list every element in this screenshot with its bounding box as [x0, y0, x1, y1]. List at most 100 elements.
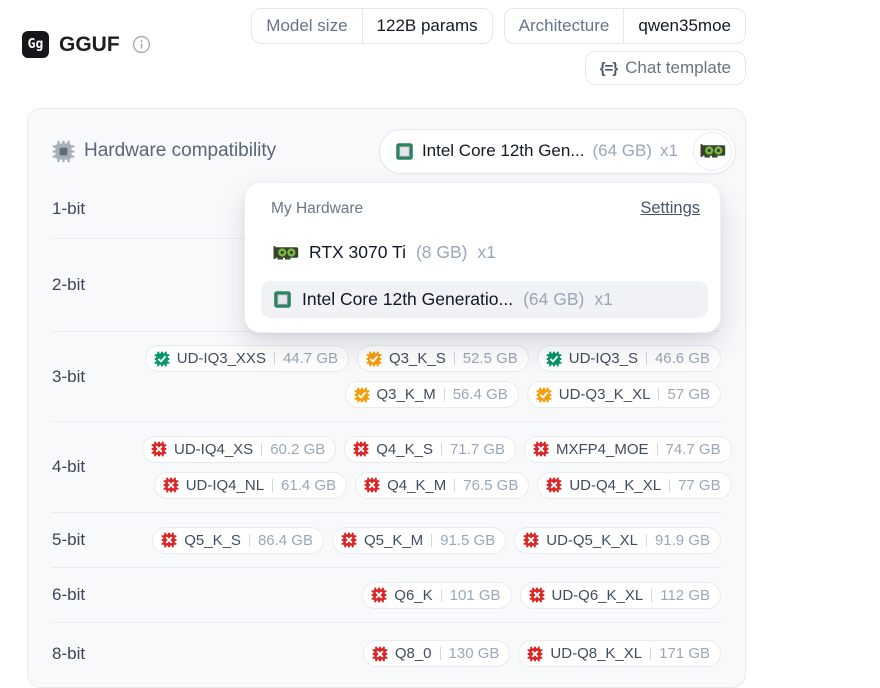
hardware-count: x1 [477, 242, 496, 262]
quant-name: Q4_K_M [387, 476, 447, 494]
bit-label: 1-bit [52, 198, 86, 218]
status-chip-icon [161, 532, 177, 548]
badge-divider [656, 442, 658, 456]
quant-badge[interactable]: UD-IQ4_NL 61.4 GB [153, 471, 348, 499]
quant-size: 60.2 GB [270, 440, 326, 458]
quant-size: 46.6 GB [654, 350, 710, 367]
quant-size: 112 GB [660, 586, 710, 604]
quant-name: MXFP4_MOE [556, 440, 649, 458]
badge-divider [431, 533, 433, 547]
status-chip-icon [364, 477, 380, 493]
status-chip-icon [527, 646, 543, 662]
badge-divider [439, 647, 441, 660]
status-chip-icon [163, 477, 179, 493]
status-chip-icon [366, 351, 382, 367]
quant-badge[interactable]: Q6_K 101 GB [362, 581, 512, 609]
badge-lines: Q6_K 101 GB UD-Q6_K_XL 112 GB [142, 581, 721, 609]
hardware-selector[interactable]: Intel Core 12th Gen... (64 GB) x1 [378, 128, 736, 174]
quant-size: 77 GB [678, 476, 721, 494]
architecture-badge: Architecture qwen35moe [503, 8, 746, 44]
selected-hardware-memory: (64 GB) [592, 141, 653, 160]
quant-badge[interactable]: Q8_0 130 GB [362, 640, 511, 667]
badge-divider [273, 352, 275, 365]
hardware-item[interactable]: RTX 3070 Ti(8 GB)x1 [261, 234, 708, 271]
status-chip-icon [341, 532, 357, 548]
badge-divider [658, 388, 660, 401]
quant-name: Q8_0 [394, 645, 432, 662]
info-icon[interactable] [132, 35, 151, 54]
badge-divider [650, 647, 652, 660]
quant-size: 57 GB [667, 386, 710, 403]
quant-size: 56.4 GB [452, 386, 508, 403]
quant-size: 61.4 GB [281, 476, 337, 494]
meta-badges: Model size 122B params Architecture qwen… [251, 8, 746, 85]
quant-size: 130 GB [448, 645, 500, 662]
settings-link[interactable]: Settings [640, 199, 700, 217]
quant-name: UD-IQ3_S [568, 350, 638, 367]
architecture-label: Architecture [518, 16, 610, 35]
bit-label: 4-bit [52, 457, 86, 476]
status-chip-icon [353, 441, 369, 457]
quant-badge[interactable]: MXFP4_MOE 74.7 GB [524, 435, 732, 463]
badge-divider [248, 533, 250, 547]
status-chip-icon [536, 387, 552, 403]
model-size-value: 122B params [376, 16, 478, 35]
quant-badge[interactable]: UD-Q6_K_XL 112 GB [519, 581, 721, 609]
gpu-icon [700, 143, 726, 159]
hardware-name: RTX 3070 Ti [309, 242, 406, 262]
cpu-icon [273, 290, 292, 309]
quant-name: Q6_K [394, 586, 433, 604]
hardware-memory: (64 GB) [523, 289, 585, 309]
quant-name: UD-Q6_K_XL [551, 586, 644, 604]
badge-divider [261, 442, 263, 456]
selected-hardware-name: Intel Core 12th Gen... [421, 141, 585, 160]
cpu-chip-icon [52, 140, 75, 162]
card-header: Hardware compatibility Intel Core 12th G… [28, 109, 745, 179]
hardware-name: Intel Core 12th Generatio... [302, 289, 514, 309]
status-chip-icon [154, 351, 170, 367]
hardware-count: x1 [594, 289, 613, 309]
quant-size: 91.9 GB [654, 531, 710, 549]
status-chip-icon [529, 587, 545, 603]
gguf-logo: Gg [22, 31, 49, 58]
quant-size: 171 GB [659, 645, 710, 662]
gpu-icon [273, 245, 299, 261]
quant-size: 101 GB [449, 586, 501, 604]
badge-divider [440, 442, 442, 456]
status-chip-icon [354, 387, 370, 403]
badge-divider [645, 533, 647, 547]
badge-divider [453, 352, 455, 365]
status-chip-icon [151, 441, 167, 457]
quant-size: 74.7 GB [665, 440, 721, 458]
bit-label: 8-bit [52, 643, 86, 663]
quant-name: UD-IQ4_NL [185, 476, 265, 494]
badge-divider [623, 9, 625, 43]
hardware-item-selected[interactable]: Intel Core 12th Generatio... (64 GB) x1 [261, 281, 708, 318]
gpu-toggle-button[interactable] [693, 131, 732, 171]
selected-hardware-count: x1 [660, 141, 678, 160]
quant-row: 1-bit [52, 179, 721, 238]
badge-divider [651, 588, 653, 602]
chat-template-button[interactable]: {=} Chat template [584, 51, 746, 85]
quant-badge[interactable]: UD-IQ3_S 46.6 GB [536, 345, 721, 372]
braces-icon: {=} [599, 59, 618, 77]
